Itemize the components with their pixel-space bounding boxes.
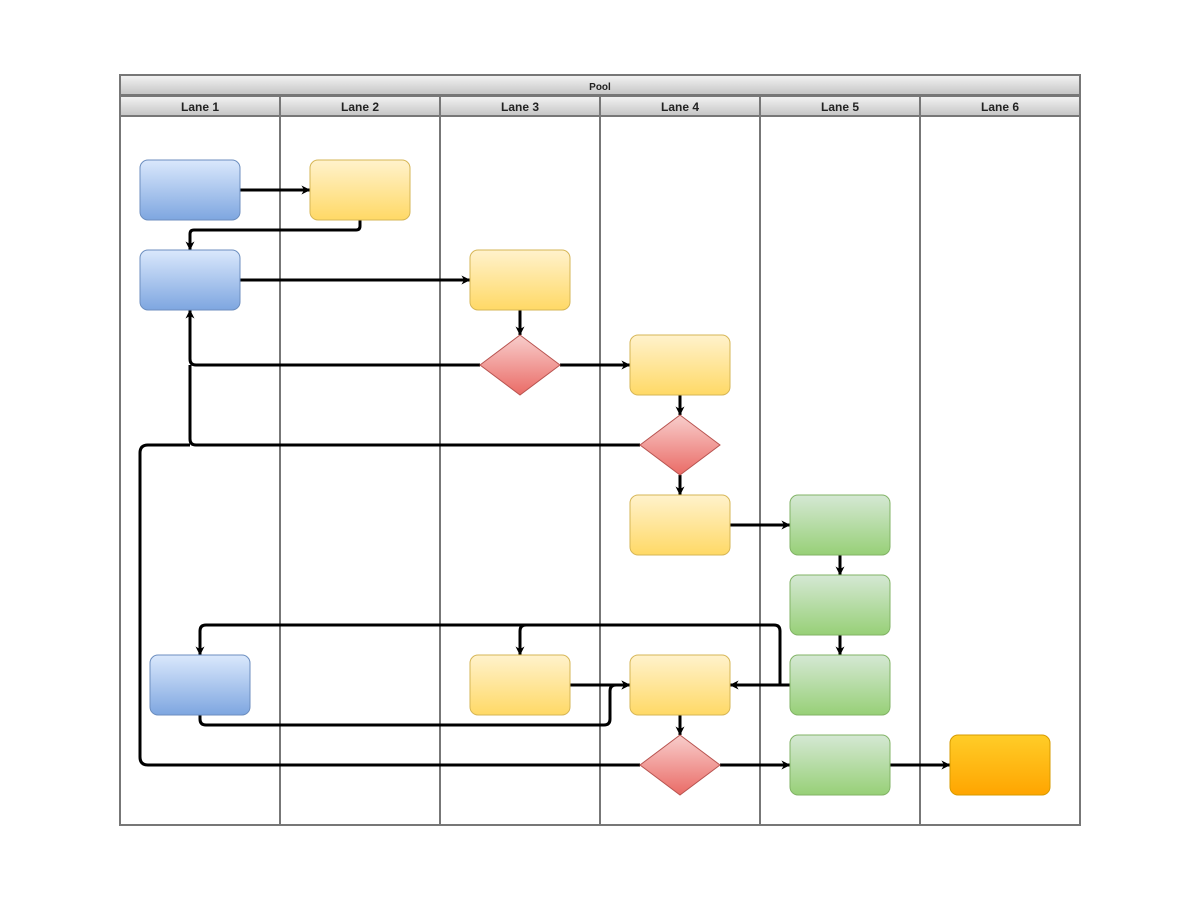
process-box-green[interactable] xyxy=(789,494,891,556)
process-box-green[interactable] xyxy=(789,734,891,796)
decision-diamond[interactable] xyxy=(639,734,721,796)
pool-title: Pool xyxy=(589,82,611,93)
process-box-blue[interactable] xyxy=(139,249,241,311)
process-box-green[interactable] xyxy=(789,654,891,716)
connectors xyxy=(138,185,951,770)
edge[interactable] xyxy=(188,365,640,447)
end-box-orange[interactable] xyxy=(949,734,1051,796)
decision-diamond[interactable] xyxy=(639,414,721,476)
lane-header[interactable] xyxy=(919,95,1081,117)
lanes: Lane 1 Lane 2 Lane 3 Lane 4 Lane 5 Lane … xyxy=(119,95,1081,826)
process-box-yellow[interactable] xyxy=(469,654,571,716)
lane-label: Lane 5 xyxy=(821,100,859,114)
shapes xyxy=(139,159,1051,796)
lane-label: Lane 6 xyxy=(981,100,1019,114)
process-box-blue[interactable] xyxy=(149,654,251,716)
lane-label: Lane 4 xyxy=(661,100,699,114)
lane-6: Lane 6 xyxy=(919,95,1081,826)
edge[interactable] xyxy=(515,623,527,656)
lane-label: Lane 2 xyxy=(341,100,379,114)
edge[interactable] xyxy=(138,443,640,767)
process-box-blue[interactable] xyxy=(139,159,241,221)
lane-label: Lane 3 xyxy=(501,100,539,114)
process-box-yellow[interactable] xyxy=(629,654,731,716)
lane-2: Lane 2 xyxy=(279,95,441,826)
process-box-yellow[interactable] xyxy=(469,249,571,311)
lane-label: Lane 1 xyxy=(181,100,219,114)
edge[interactable] xyxy=(195,623,790,687)
process-box-yellow[interactable] xyxy=(629,494,731,556)
decision-diamond[interactable] xyxy=(479,334,561,396)
edge[interactable] xyxy=(185,220,362,251)
edge[interactable] xyxy=(185,309,480,367)
process-box-yellow[interactable] xyxy=(309,159,411,221)
process-box-yellow[interactable] xyxy=(629,334,731,396)
process-box-green[interactable] xyxy=(789,574,891,636)
